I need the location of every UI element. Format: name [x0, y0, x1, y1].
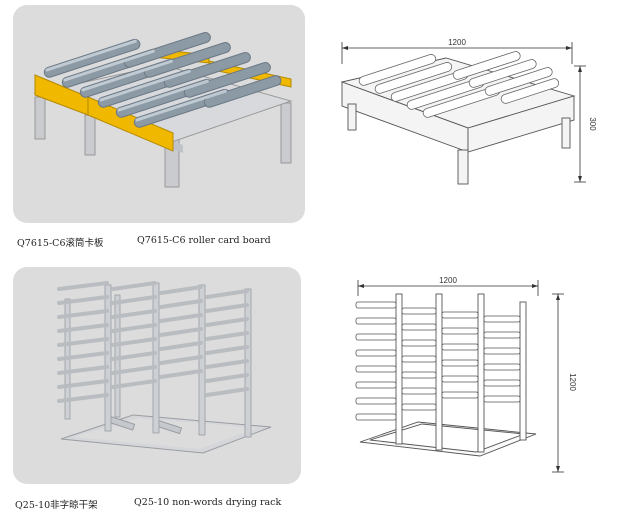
roller-board-photo — [33, 31, 293, 188]
roller-board-caption-cn: Q7615-C6滚筒卡板 — [17, 238, 104, 249]
drying-rack-caption-en: Q25-10 non-words drying rack — [134, 497, 282, 508]
roller-board-width-label: 1200 — [448, 38, 466, 47]
photo-panel-drying-rack — [13, 267, 301, 484]
drying-rack-caption-cn: Q25-10非字晾干架 — [15, 500, 98, 511]
drying-rack-photo — [57, 281, 272, 454]
photo-panel-roller-board — [13, 5, 305, 223]
roller-board-caption-en: Q7615-C6 roller card board — [137, 235, 271, 246]
drying-rack-height-label: 1200 — [568, 373, 577, 391]
roller-board-height-label: 300 — [588, 117, 597, 131]
drying-rack-drawing: 1200 1200 — [330, 272, 620, 492]
drying-rack-width-label: 1200 — [439, 276, 457, 285]
roller-board-drawing: 1200 300 — [318, 32, 618, 192]
